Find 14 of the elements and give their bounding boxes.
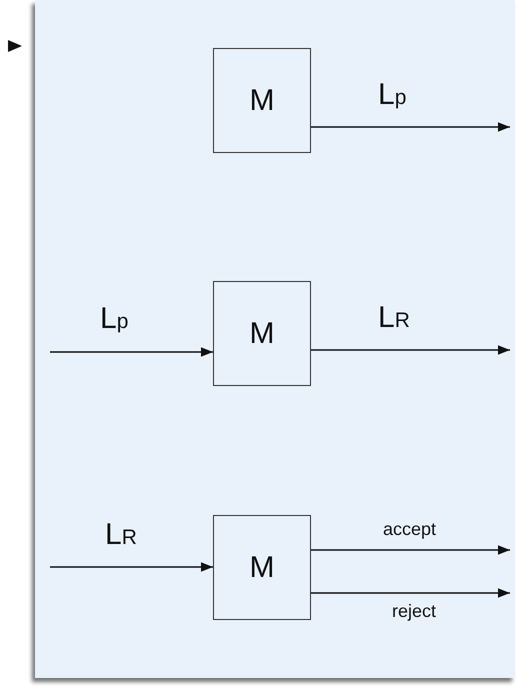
box-label: M — [250, 84, 274, 118]
module-box — [213, 48, 311, 153]
arrow — [311, 588, 510, 598]
box-label: M — [250, 316, 274, 350]
box-label: M — [250, 550, 274, 584]
module-box — [213, 281, 311, 386]
arrow — [311, 122, 510, 132]
arrow — [50, 562, 213, 572]
arrow — [50, 347, 213, 357]
arrow — [311, 345, 510, 355]
arrow — [311, 545, 510, 555]
module-box — [213, 515, 311, 620]
edge-label: accept — [383, 520, 436, 538]
edge-label: reject — [392, 602, 436, 620]
